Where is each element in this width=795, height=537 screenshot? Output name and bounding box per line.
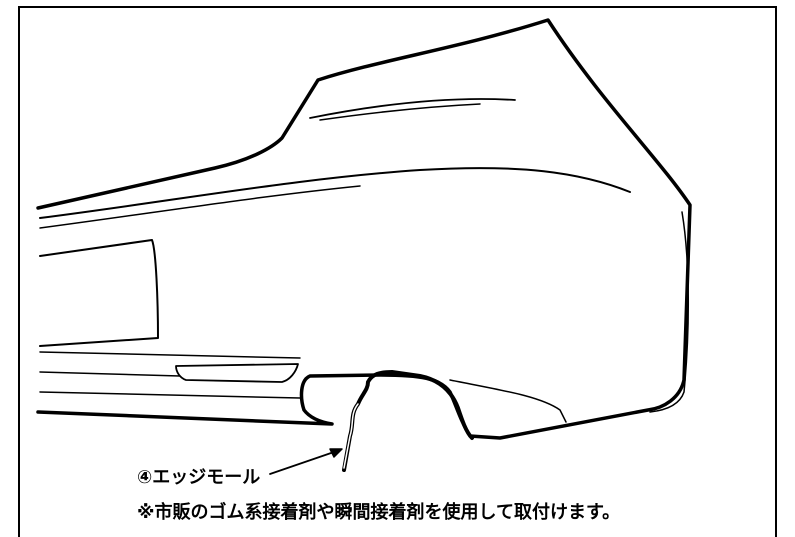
edge-moulding xyxy=(342,370,474,472)
leader-line xyxy=(269,451,335,475)
diagram-frame xyxy=(18,6,777,537)
belt-line xyxy=(39,167,631,219)
upper-body-line-2 xyxy=(319,103,481,121)
installation-note: ※市販のゴム系接着剤や瞬間接着剤を使用して取付けます。 xyxy=(137,502,621,523)
lower-bumper-line-3 xyxy=(39,391,301,399)
rear-edge-inner xyxy=(649,211,690,413)
license-plate-recess xyxy=(39,239,159,347)
upper-body-line xyxy=(309,98,516,119)
bumper-outline xyxy=(36,18,692,440)
leader-arrowhead xyxy=(329,448,343,458)
belt-line-lower xyxy=(39,185,361,229)
edge-moulding-inner xyxy=(343,403,359,469)
lower-bumper-line-2 xyxy=(39,371,181,377)
valance-line xyxy=(449,379,567,423)
edge-moulding-label: ④エッジモール xyxy=(137,467,261,488)
lower-bumper-line-1 xyxy=(39,351,301,359)
reflector-outline xyxy=(175,363,299,383)
